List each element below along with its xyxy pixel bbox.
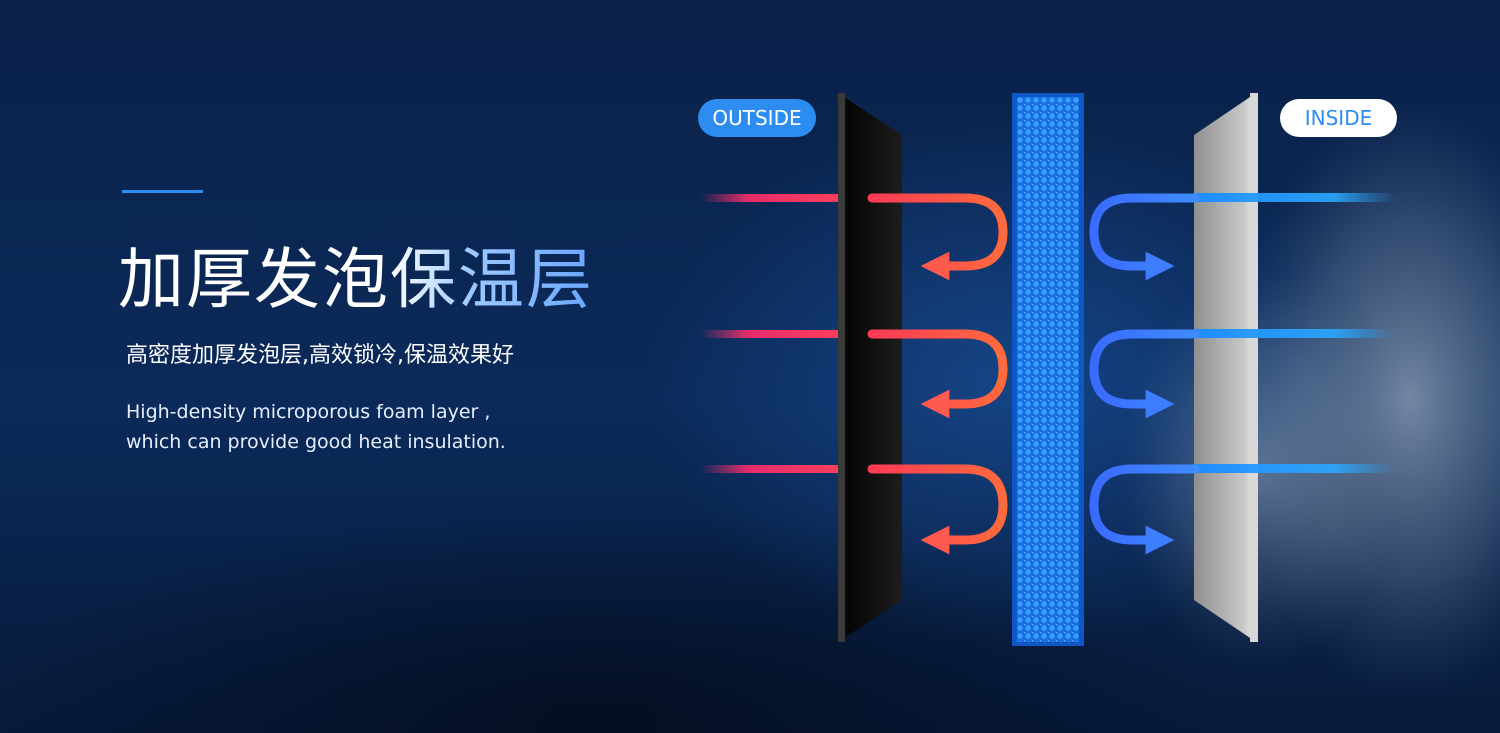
heat-arrow-icon (867, 329, 1008, 419)
description: High-density microporous foam layer , wh… (126, 397, 506, 457)
foam-layer (1017, 97, 1079, 642)
outside-label: OUTSIDE (698, 99, 816, 137)
cold-arrow-icon (1089, 329, 1200, 419)
subtitle-chinese: 高密度加厚发泡层,高效锁冷,保温效果好 (126, 343, 514, 368)
outer-panel-edge (838, 93, 845, 642)
cold-line (1195, 193, 1395, 202)
inner-panel-edge (1250, 93, 1258, 642)
inside-label: INSIDE (1280, 99, 1397, 137)
outer-panel (838, 93, 902, 642)
heat-line (700, 330, 840, 338)
description-line-2: which can provide good heat insulation. (126, 431, 506, 453)
cold-line (1195, 329, 1395, 338)
title-part-1: 加厚发泡 (118, 241, 390, 318)
page-title: 加厚发泡保温层 (118, 236, 594, 324)
heat-line (700, 465, 840, 473)
heat-arrow-icon (867, 464, 1008, 555)
inner-panel (1194, 93, 1256, 642)
title-part-2: 保温层 (390, 241, 594, 318)
cold-line (1195, 464, 1395, 473)
heat-arrow-icon (867, 193, 1008, 281)
description-line-1: High-density microporous foam layer , (126, 401, 491, 423)
cold-arrow-icon (1089, 193, 1200, 281)
accent-line (122, 190, 203, 193)
cold-arrow-icon (1089, 464, 1200, 555)
heat-line (700, 194, 840, 202)
